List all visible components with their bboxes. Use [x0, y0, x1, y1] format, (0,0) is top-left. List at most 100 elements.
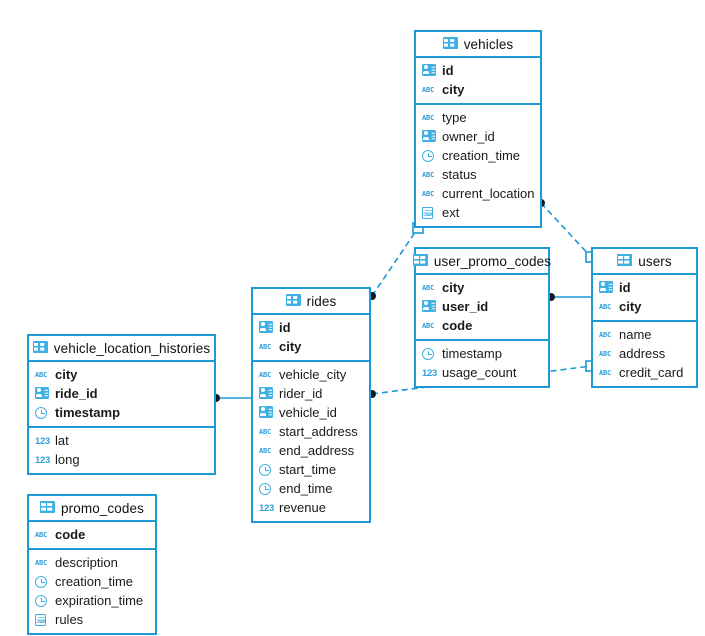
column-row[interactable]: 123 revenue	[253, 498, 369, 517]
abc-icon: ABC	[259, 370, 272, 379]
id-card-icon	[422, 129, 437, 144]
column-name: code	[55, 527, 86, 542]
123-icon: 123	[35, 454, 50, 466]
abc-icon: ABC	[422, 113, 435, 122]
table-icon	[412, 254, 428, 268]
relationship-vehicle-location-histories-to-rides	[212, 394, 251, 402]
column-row[interactable]: start_time	[253, 460, 369, 479]
table-icon	[32, 341, 48, 355]
abc-icon: ABC	[259, 427, 272, 436]
abc-icon: ABC	[599, 330, 612, 339]
column-name: end_address	[279, 443, 355, 458]
column-row[interactable]: id	[416, 61, 540, 80]
table-icon	[617, 254, 633, 268]
column-name: expiration_time	[55, 593, 144, 608]
primary-key-section: ABC code	[29, 522, 155, 550]
table-name: vehicles	[463, 36, 514, 52]
table-header[interactable]: rides	[253, 289, 369, 315]
id-card-icon	[422, 299, 437, 314]
table-header[interactable]: user_promo_codes	[412, 249, 552, 275]
column-row[interactable]: owner_id	[416, 127, 540, 146]
column-name: creation_time	[442, 148, 521, 163]
table-name: rides	[306, 293, 337, 309]
column-name: city	[55, 367, 78, 382]
column-row[interactable]: user_id	[416, 297, 548, 316]
table-header[interactable]: users	[593, 249, 696, 275]
column-row[interactable]: ABC code	[29, 525, 155, 544]
column-name: id	[442, 63, 454, 78]
column-name: owner_id	[442, 129, 495, 144]
column-row[interactable]: ride_id	[29, 384, 214, 403]
column-row[interactable]: timestamp	[416, 344, 548, 363]
column-name: city	[619, 299, 642, 314]
column-row[interactable]: ABC end_address	[253, 441, 369, 460]
table-header[interactable]: vehicles	[416, 32, 540, 58]
column-row[interactable]: creation_time	[29, 572, 155, 591]
column-name: city	[442, 82, 465, 97]
abc-icon: ABC	[259, 446, 272, 455]
abc-icon: ABC	[35, 530, 48, 539]
column-row[interactable]: vehicle_id	[253, 403, 369, 422]
column-row[interactable]: creation_time	[416, 146, 540, 165]
123-icon: 123	[259, 502, 274, 514]
relationship-user-promo-codes-to-users	[547, 293, 591, 301]
table-header[interactable]: vehicle_location_histories	[29, 336, 214, 362]
abc-icon: ABC	[35, 558, 48, 567]
column-row[interactable]: timestamp	[29, 403, 214, 422]
column-row[interactable]: id	[253, 318, 369, 337]
column-row[interactable]: expiration_time	[29, 591, 155, 610]
column-row[interactable]: 123 long	[29, 450, 214, 469]
column-name: long	[55, 452, 80, 467]
column-name: type	[442, 110, 467, 125]
column-row[interactable]: end_time	[253, 479, 369, 498]
column-row[interactable]: id	[593, 278, 696, 297]
id-card-icon	[259, 405, 274, 420]
123-icon: 123	[35, 435, 50, 447]
table-header[interactable]: promo_codes	[29, 496, 155, 522]
table-icon	[442, 37, 458, 51]
column-row[interactable]: ABC type	[416, 108, 540, 127]
abc-icon: ABC	[599, 368, 612, 377]
column-name: start_time	[279, 462, 337, 477]
column-name: revenue	[279, 500, 326, 515]
abc-icon: ABC	[422, 283, 435, 292]
table-name: user_promo_codes	[433, 253, 552, 269]
123-icon: 123	[422, 367, 437, 379]
column-row[interactable]: rider_id	[253, 384, 369, 403]
column-name: address	[619, 346, 666, 361]
column-row[interactable]: rules	[29, 610, 155, 629]
column-row[interactable]: ext	[416, 203, 540, 222]
table-name: promo_codes	[61, 500, 144, 516]
column-name: city	[279, 339, 302, 354]
